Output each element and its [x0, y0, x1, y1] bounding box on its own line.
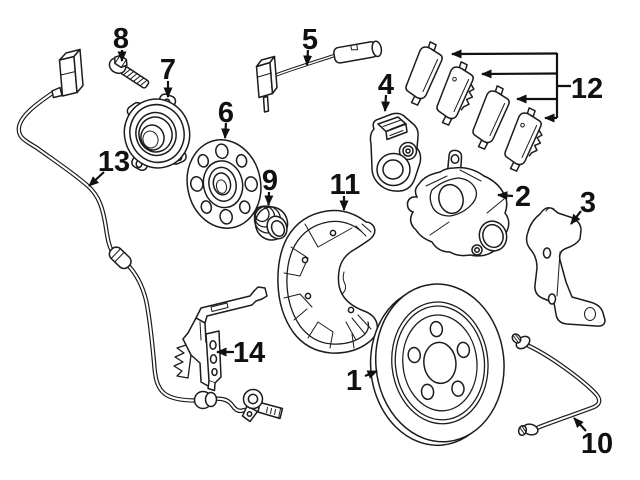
callout-7: 7 — [160, 54, 176, 98]
callout-7-label: 7 — [160, 54, 176, 86]
callout-12-label: 12 — [571, 73, 603, 105]
part-dust-cap — [253, 205, 289, 241]
part-sensor-mount-bracket — [173, 286, 268, 392]
callout-10: 10 — [573, 417, 613, 460]
callout-1: 1 — [346, 365, 378, 397]
callout-6: 6 — [218, 97, 234, 139]
callout-1-label: 1 — [346, 365, 362, 397]
part-caliper-mount-bracket — [525, 207, 606, 327]
callout-5-label: 5 — [302, 24, 318, 56]
part-abs-wheel-speed-sensor — [16, 48, 284, 423]
callouts: 1 2 3 4 5 6 7 8 — [88, 23, 613, 460]
callout-14: 14 — [216, 337, 265, 369]
callout-12: 12 — [451, 49, 603, 123]
part-brake-rotor — [369, 283, 505, 447]
callout-10-label: 10 — [581, 428, 613, 460]
callout-5: 5 — [302, 24, 318, 66]
callout-4-label: 4 — [378, 69, 394, 101]
part-brake-hose — [511, 333, 602, 436]
callout-6-label: 6 — [218, 97, 234, 129]
callout-13: 13 — [88, 146, 130, 187]
part-parking-brake-actuator — [369, 112, 422, 192]
part-splash-shield — [277, 209, 379, 354]
brake-pad-2 — [436, 61, 475, 126]
part-wheel-bearing — [123, 93, 191, 172]
callout-3-label: 3 — [580, 187, 596, 219]
part-brake-pad-wear-sensor — [255, 40, 383, 113]
part-brake-pad-set — [405, 41, 543, 172]
callout-9-label: 9 — [262, 165, 278, 197]
callout-11-label: 11 — [330, 169, 361, 201]
part-brake-caliper — [406, 149, 510, 257]
callout-9: 9 — [262, 165, 278, 206]
brake-pad-1 — [405, 41, 443, 106]
callout-11: 11 — [330, 169, 361, 211]
callout-2-label: 2 — [515, 181, 531, 213]
callout-8: 8 — [113, 23, 129, 62]
brake-pad-4 — [504, 107, 543, 172]
part-wheel-hub — [186, 139, 262, 229]
callout-13-label: 13 — [98, 146, 130, 178]
brake-pad-3 — [472, 85, 510, 150]
callout-4: 4 — [378, 69, 394, 112]
callout-3: 3 — [570, 187, 596, 225]
callout-8-label: 8 — [113, 23, 129, 55]
callout-2: 2 — [497, 181, 531, 213]
callout-14-label: 14 — [233, 337, 265, 369]
